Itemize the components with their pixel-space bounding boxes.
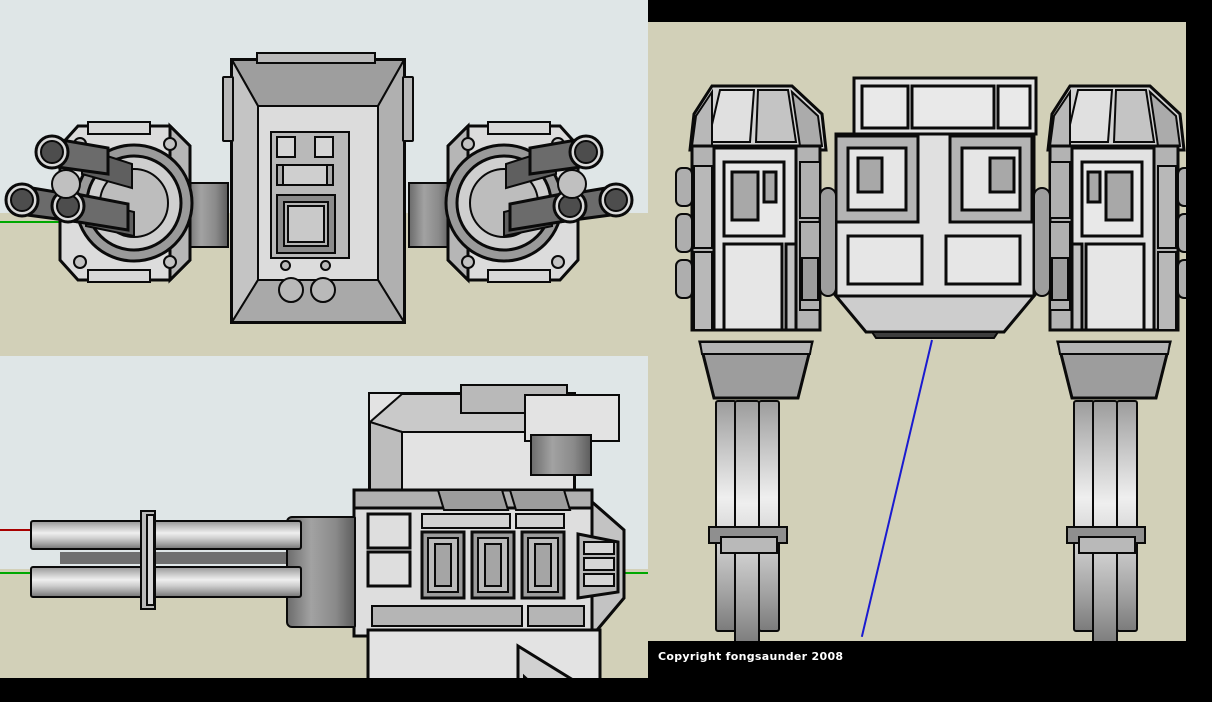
gun-pod-right-top bbox=[440, 120, 634, 285]
leg-pod-left-taper bbox=[696, 340, 816, 402]
leg-pod-left bbox=[670, 80, 842, 342]
torso-front bbox=[826, 76, 1044, 340]
turret-body-top bbox=[222, 52, 414, 326]
viewport-front-view[interactable] bbox=[648, 22, 1186, 641]
copyright-watermark: Copyright fongsaunder 2008 bbox=[658, 650, 844, 663]
leg-strut-right-3 bbox=[1116, 400, 1138, 632]
turret-underchassis-side bbox=[360, 628, 630, 678]
barrel-shadow-strip bbox=[60, 552, 286, 564]
viewport-top-view[interactable] bbox=[0, 0, 648, 356]
leg-pod-right bbox=[1028, 80, 1186, 342]
leg-clamp-left-inner bbox=[720, 536, 778, 554]
barrel-clamp-inner bbox=[146, 514, 155, 606]
turret-top-cylinder bbox=[530, 434, 592, 476]
leg-clamp-right-inner bbox=[1078, 536, 1136, 554]
gun-pod-left-top bbox=[4, 120, 198, 285]
leg-pod-right-taper bbox=[1054, 340, 1174, 402]
leg-strut-left-3 bbox=[758, 400, 780, 632]
main-barrel-lower bbox=[30, 566, 302, 598]
viewport-side-view[interactable] bbox=[0, 356, 648, 678]
leg-strut-right-2 bbox=[1092, 400, 1118, 641]
turret-main-housing-side bbox=[352, 488, 632, 641]
leg-strut-left-2 bbox=[734, 400, 760, 641]
main-barrel-upper bbox=[30, 520, 302, 550]
